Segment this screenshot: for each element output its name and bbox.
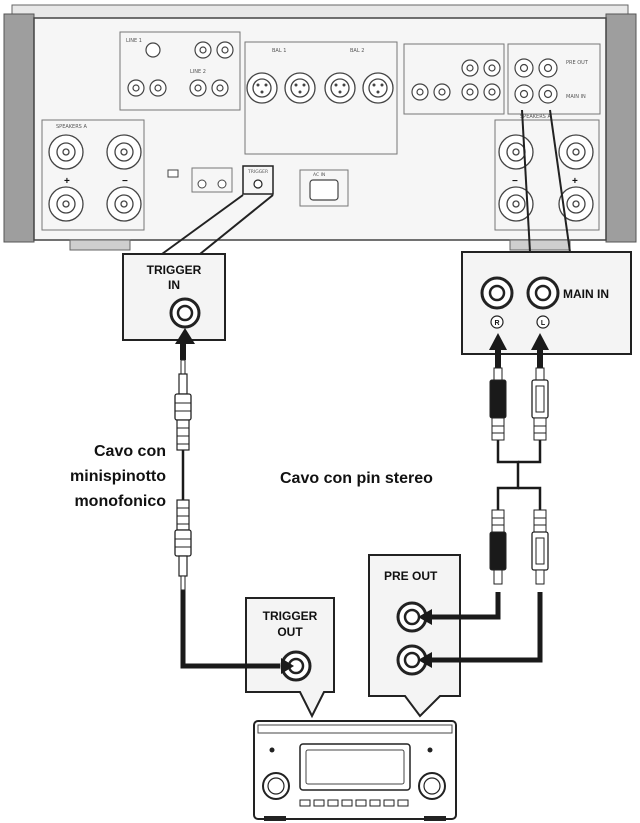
panel-label-line1: LINE 1 <box>126 38 142 44</box>
av-receiver <box>253 720 457 821</box>
panel-label-speakers-left: SPEAKERS A <box>56 124 87 130</box>
callout-trigger-out: TRIGGER OUT <box>245 597 335 719</box>
receiver-volume-knob <box>418 772 446 800</box>
trigger-in-label-line2: IN <box>168 278 180 292</box>
panel-label-ac-in: AC IN <box>313 172 325 178</box>
main-in-l-label: L <box>541 320 546 327</box>
receiver-knob-left <box>262 772 290 800</box>
receiver-display <box>299 743 411 791</box>
pre-out-label: PRE OUT <box>384 569 438 583</box>
panel-label-speakers-right: SPEAKERS A <box>520 114 551 120</box>
arrow-to-pre-out-top <box>418 609 432 625</box>
mini-plug-lower <box>174 499 192 591</box>
mono-cable-label-line3: monofonico <box>74 493 166 510</box>
amplifier-foot-left <box>69 239 131 251</box>
panel-label-main-in: MAIN IN <box>566 94 586 100</box>
trigger-out-label-line2: OUT <box>277 625 303 639</box>
rca-plug-lower-white <box>531 509 549 585</box>
arrow-to-pre-out-bottom <box>418 652 432 668</box>
panel-ac-inlet-frame <box>299 169 349 207</box>
amplifier-foot-right <box>509 239 571 251</box>
panel-trigger-box <box>242 165 274 195</box>
callout-pre-out: PRE OUT <box>368 554 461 718</box>
trigger-in-label-line1: TRIGGER <box>147 263 202 277</box>
panel-plus-left: + <box>64 176 70 187</box>
panel-label-bal1: BAL 1 <box>272 48 286 54</box>
mono-mini-plug-cable <box>174 328 294 674</box>
panel-label-pre-out: PRE OUT <box>566 60 589 66</box>
arrow-to-main-in-r <box>489 333 507 350</box>
mono-cable-label-line2: minispinotto <box>70 468 166 485</box>
pre-out-main-in-jacks <box>411 58 558 104</box>
rca-plug-upper-white <box>531 367 549 441</box>
amplifier-left-side <box>3 13 35 243</box>
balanced-input-jacks <box>246 72 394 104</box>
speaker-terminals-right <box>498 134 594 222</box>
panel-label-trigger: TRIGGER <box>247 169 268 175</box>
amplifier-right-side <box>605 13 637 243</box>
rca-plug-lower-red <box>489 509 507 585</box>
mini-plug-upper <box>174 359 192 451</box>
main-in-label: MAIN IN <box>563 287 609 301</box>
panel-minus-right: − <box>512 176 518 187</box>
stereo-rca-cable <box>418 333 549 668</box>
callout-trigger-in: TRIGGER IN <box>122 194 274 341</box>
arrow-to-trigger-in <box>175 328 195 344</box>
callout-main-in: R L MAIN IN <box>461 109 632 355</box>
panel-minus-left: − <box>122 176 128 187</box>
main-in-r-label: R <box>494 320 499 327</box>
amplifier-rear-panel: LINE 1 LINE 2 BAL 1 BAL 2 <box>3 4 637 251</box>
line-input-jacks <box>127 41 234 97</box>
trigger-out-label-line1: TRIGGER <box>263 609 318 623</box>
arrow-to-main-in-l <box>531 333 549 350</box>
rca-plug-upper-red <box>489 367 507 441</box>
speaker-terminals-left <box>48 134 142 222</box>
panel-trigger-jack <box>253 179 263 189</box>
panel-label-line2: LINE 2 <box>190 69 206 75</box>
panel-label-bal2: BAL 2 <box>350 48 364 54</box>
stereo-cable-label: Cavo con pin stereo <box>280 470 433 487</box>
panel-plus-right: + <box>572 176 578 187</box>
ac-inlet <box>309 179 339 201</box>
mono-cable-label-line1: Cavo con <box>94 443 166 460</box>
